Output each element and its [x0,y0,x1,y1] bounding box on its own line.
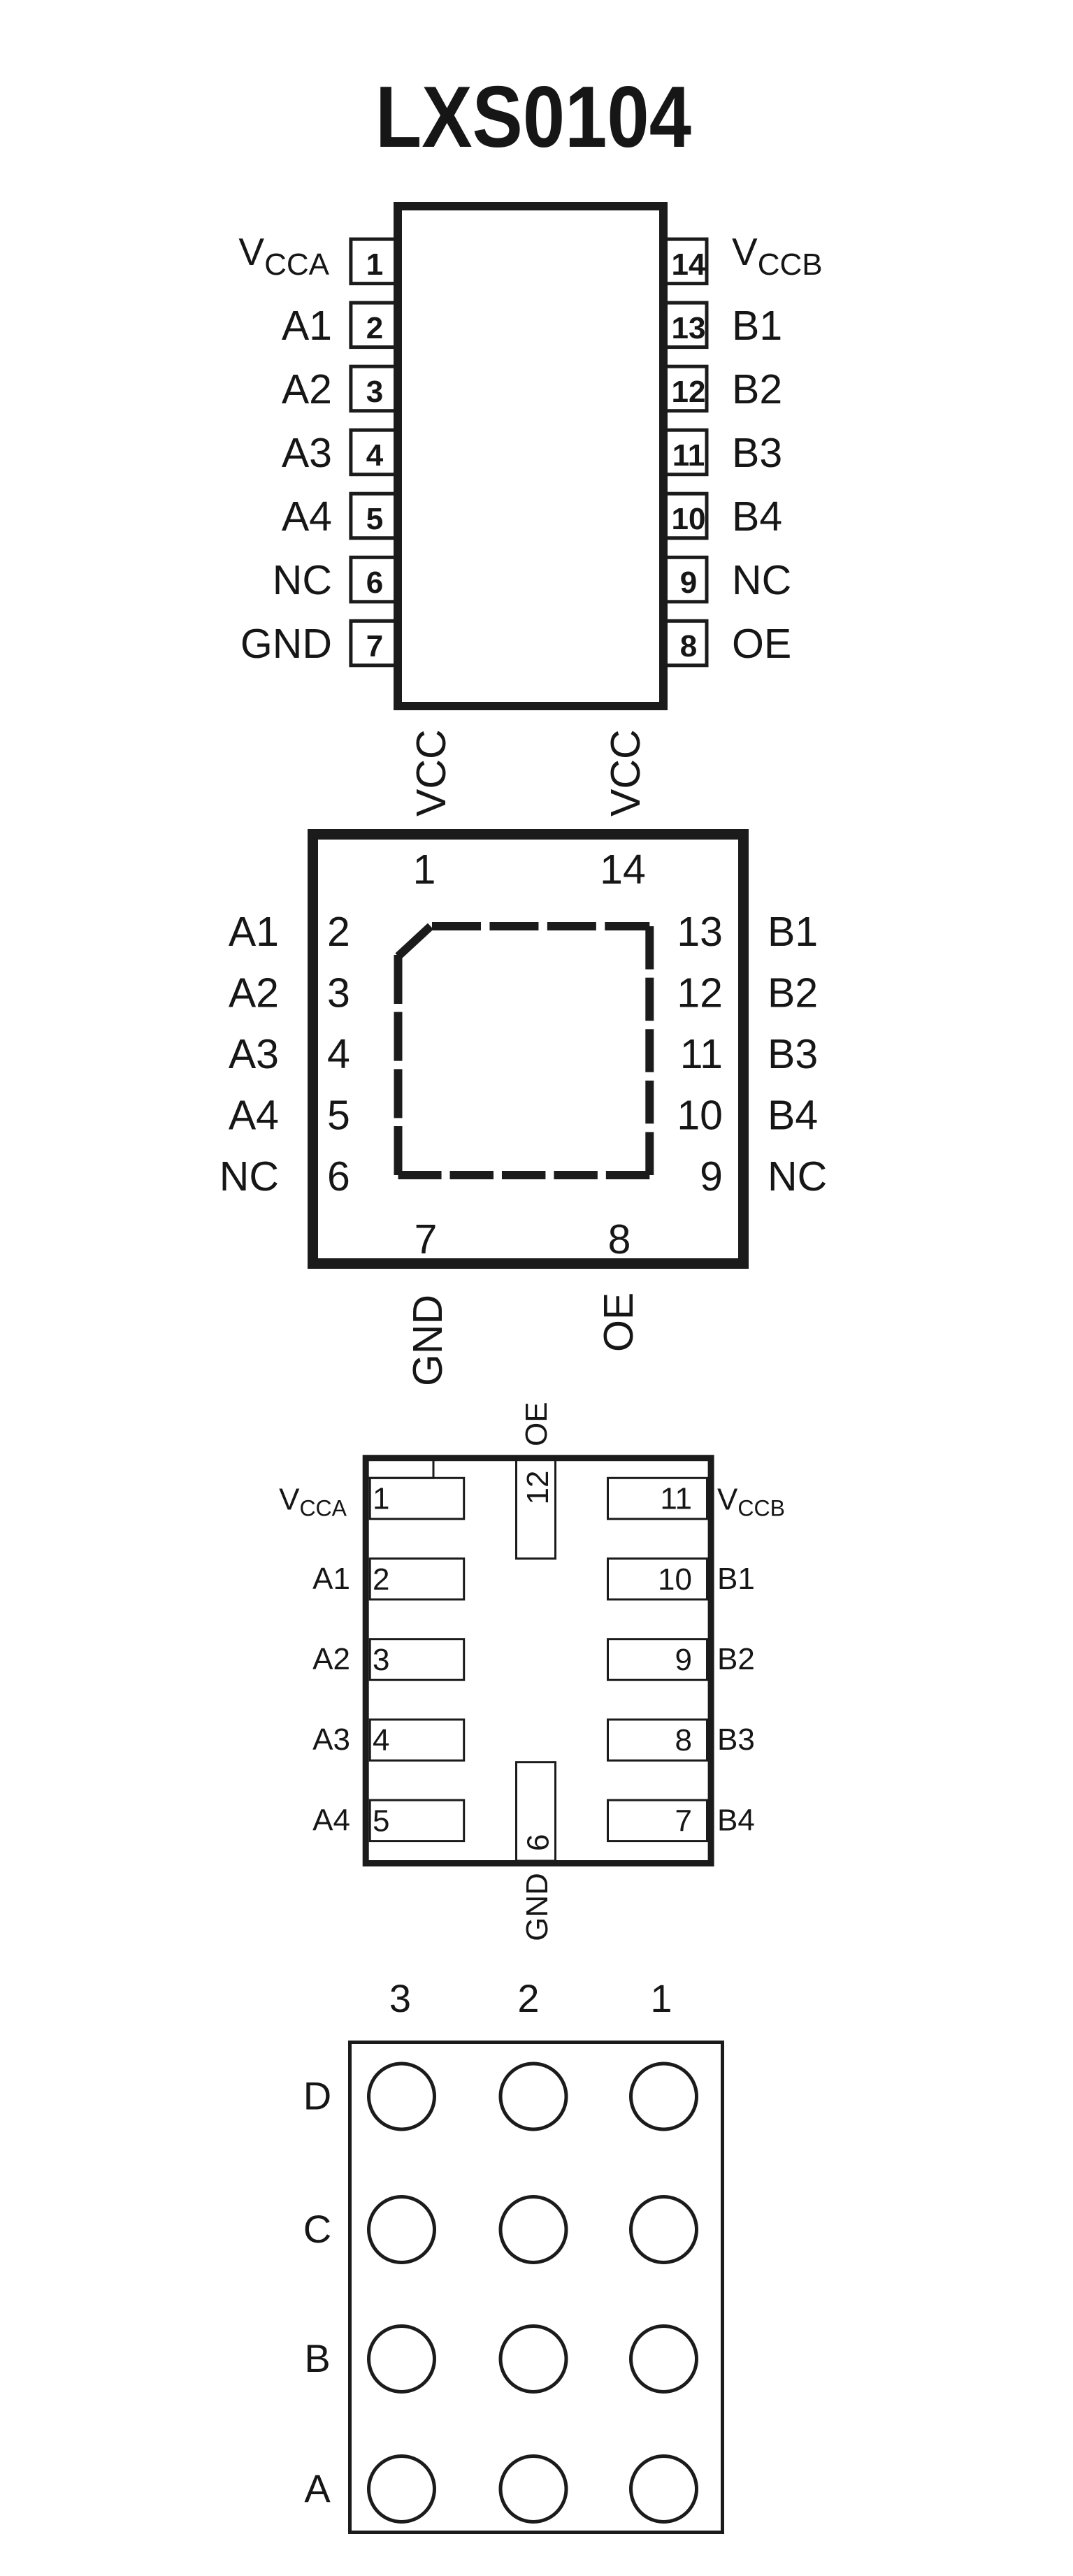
svg-text:NC: NC [768,1153,827,1200]
svg-text:OE: OE [596,1293,642,1352]
svg-text:NC: NC [273,557,332,603]
svg-text:5: 5 [327,1093,350,1139]
svg-text:14: 14 [600,847,646,893]
svg-text:B1: B1 [717,1562,755,1596]
svg-text:B3: B3 [732,430,782,476]
svg-text:A2: A2 [282,366,332,412]
svg-text:2: 2 [373,1562,389,1597]
svg-text:B1: B1 [732,303,782,349]
svg-text:2: 2 [366,311,383,345]
svg-text:A4: A4 [282,494,332,540]
svg-text:10: 10 [677,1093,723,1139]
svg-text:GND: GND [520,1873,554,1941]
svg-text:B4: B4 [717,1803,755,1837]
svg-text:A3: A3 [312,1722,350,1757]
svg-text:LXS0104: LXS0104 [375,69,691,166]
svg-text:2: 2 [517,1976,539,2020]
svg-text:B3: B3 [768,1031,818,1077]
svg-text:9: 9 [700,1153,723,1200]
svg-text:6: 6 [521,1834,556,1851]
svg-text:C: C [303,2207,331,2251]
svg-text:3: 3 [389,1976,411,2020]
svg-text:5: 5 [373,1804,389,1838]
svg-text:1: 1 [650,1976,672,2020]
svg-text:B: B [304,2336,330,2380]
svg-text:1: 1 [413,847,436,893]
svg-text:12: 12 [521,1471,555,1505]
svg-text:11: 11 [672,438,705,473]
svg-text:4: 4 [366,438,384,473]
svg-text:11: 11 [680,1031,723,1077]
svg-text:A1: A1 [312,1562,350,1596]
svg-text:8: 8 [608,1216,631,1262]
svg-text:2: 2 [327,909,350,955]
svg-text:14: 14 [672,247,706,282]
svg-text:6: 6 [327,1153,350,1200]
svg-text:OE: OE [732,621,791,667]
svg-text:3: 3 [327,970,350,1016]
svg-text:13: 13 [677,909,723,955]
svg-text:9: 9 [675,1643,692,1677]
svg-text:NC: NC [219,1153,279,1200]
svg-text:B3: B3 [717,1722,755,1757]
svg-text:A3: A3 [229,1031,279,1077]
svg-text:11: 11 [660,1482,692,1516]
svg-text:8: 8 [680,629,697,663]
svg-text:NC: NC [732,557,791,603]
svg-text:13: 13 [672,311,706,345]
svg-text:A3: A3 [282,430,332,476]
svg-text:A1: A1 [282,303,332,349]
svg-text:B4: B4 [768,1093,818,1139]
svg-text:A2: A2 [312,1642,350,1676]
svg-text:3: 3 [366,375,383,409]
svg-text:A: A [304,2466,331,2510]
svg-text:VCC: VCC [408,729,454,816]
svg-text:1: 1 [366,247,383,282]
svg-text:D: D [303,2074,331,2118]
svg-text:1: 1 [373,1482,389,1516]
svg-text:7: 7 [675,1804,692,1838]
svg-text:B1: B1 [768,909,818,955]
svg-text:6: 6 [366,566,383,600]
svg-text:B2: B2 [768,970,818,1016]
svg-text:A1: A1 [229,909,279,955]
svg-text:B4: B4 [732,494,782,540]
svg-text:10: 10 [672,502,706,536]
svg-text:7: 7 [415,1216,438,1262]
svg-text:4: 4 [373,1723,389,1757]
svg-text:3: 3 [373,1643,389,1677]
svg-text:B2: B2 [717,1642,755,1676]
svg-text:GND: GND [405,1295,451,1386]
svg-text:A4: A4 [312,1803,350,1837]
svg-text:4: 4 [327,1031,350,1077]
svg-text:7: 7 [366,629,383,663]
svg-text:VCC: VCC [603,729,649,816]
svg-text:12: 12 [677,970,723,1016]
svg-text:10: 10 [658,1562,692,1597]
svg-text:OE: OE [519,1402,554,1446]
svg-text:A4: A4 [229,1093,279,1139]
svg-text:A2: A2 [229,970,279,1016]
svg-text:9: 9 [680,566,697,600]
svg-text:GND: GND [240,621,332,667]
svg-text:5: 5 [366,502,383,536]
svg-text:B2: B2 [732,366,782,412]
svg-text:8: 8 [675,1723,692,1757]
svg-text:12: 12 [672,375,706,409]
